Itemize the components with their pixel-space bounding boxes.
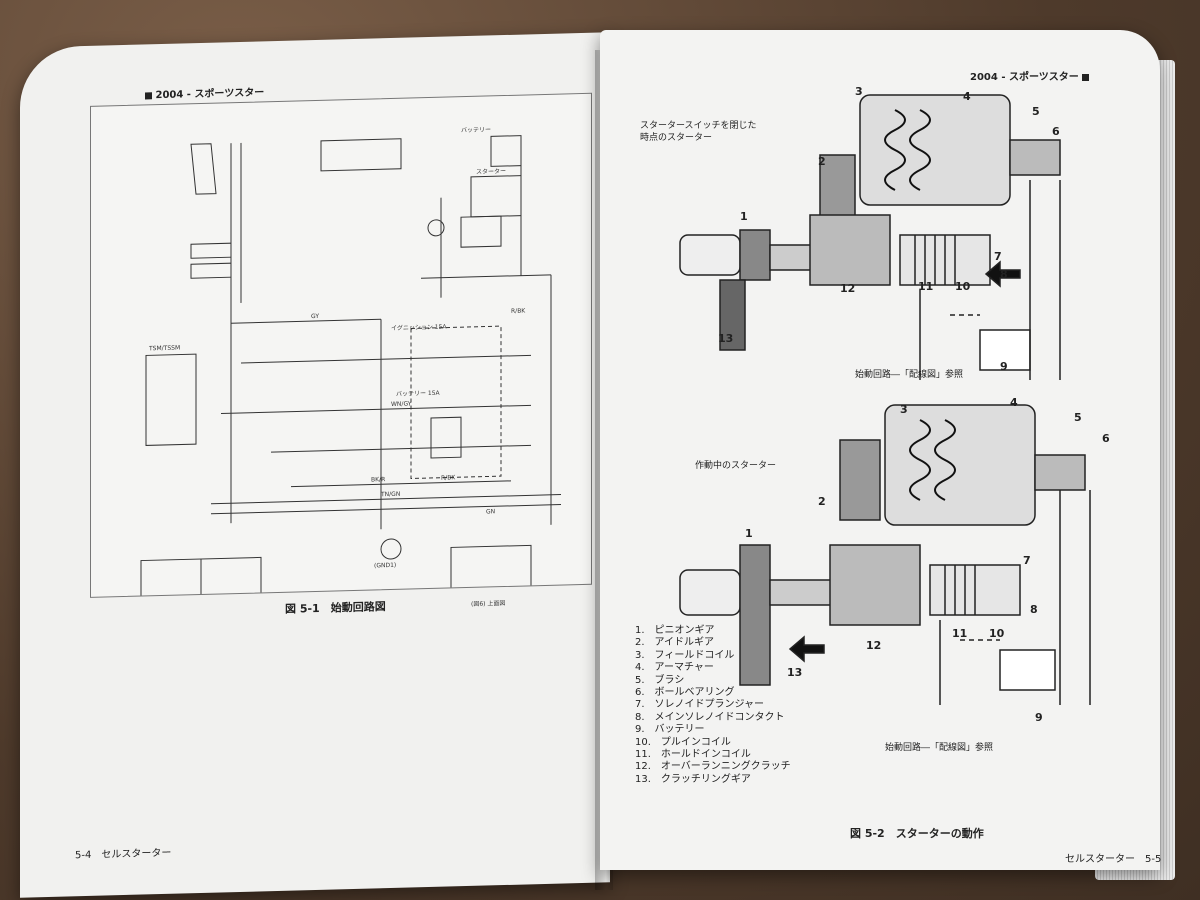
legend-item: 7. ソレノイドプランジャー — [635, 699, 765, 711]
callout-top-10: 10 — [955, 280, 971, 293]
right-page-header: 2004 - スポーツスター — [970, 68, 1090, 83]
battery-label: バッテリー — [461, 126, 492, 135]
callout-bottom-10: 10 — [989, 627, 1005, 640]
relay-view-label: (図6) 上面図 — [471, 600, 506, 608]
callout-top-8: 8 — [1000, 268, 1008, 281]
legend-item: 13. クラッチリングギア — [635, 773, 751, 785]
wire-gy-label: GY — [311, 312, 320, 321]
legend-item: 3. フィールドコイル — [635, 649, 735, 661]
legend-item: 8. メインソレノイドコンタクト — [635, 711, 785, 723]
callout-bottom-7: 7 — [1023, 554, 1031, 567]
right-figure-caption: 図 5-2 スターターの動作 — [850, 827, 984, 840]
starter-diagram-bottom — [679, 404, 1091, 705]
callout-top-1: 1 — [740, 210, 748, 223]
callout-bottom-13: 13 — [787, 666, 803, 679]
legend-item: 5. ブラシ — [635, 674, 685, 686]
legend-item: 10. プルインコイル — [635, 736, 731, 748]
legend-item: 6. ボールベアリング — [635, 687, 735, 699]
wire-gn-label: GN — [486, 508, 496, 516]
legend-item: 4. アーマチャー — [635, 662, 714, 674]
callout-bottom-6: 6 — [1102, 432, 1110, 445]
callout-top-13: 13 — [718, 332, 734, 345]
left-page-header: 2004 - スポーツスター — [145, 83, 264, 101]
callout-bottom-8: 8 — [1030, 603, 1038, 616]
callout-top-2: 2 — [818, 155, 826, 168]
left-page-footer: 5-4 セルスターター — [75, 847, 172, 862]
ref-note-2: 始動回路―「配線図」参照 — [885, 743, 994, 753]
right-page-footer: セルスターター 5-5 — [1065, 854, 1162, 865]
header-square-icon — [1082, 73, 1090, 81]
left-page: 2004 - スポーツスター — [20, 32, 610, 898]
legend-item: 11. ホールドインコイル — [635, 749, 751, 761]
callout-top-7: 7 — [994, 250, 1002, 263]
callout-top-12: 12 — [840, 282, 856, 295]
callout-top-5: 5 — [1032, 105, 1040, 118]
right-header-text: 2004 - スポーツスター — [970, 72, 1079, 83]
callout-top-3: 3 — [855, 85, 863, 98]
callout-bottom-1: 1 — [745, 527, 753, 540]
header-square-icon — [145, 91, 152, 99]
starter-diagram-top — [679, 94, 1061, 380]
callout-bottom-5: 5 — [1074, 411, 1082, 424]
parts-legend: 1. ピニオンギア 2. アイドルギア 3. フィールドコイル 4. アーマチャ… — [635, 625, 791, 786]
left-header-text: 2004 - スポーツスター — [155, 87, 265, 102]
callout-bottom-9: 9 — [1035, 711, 1043, 724]
wiring-diagram-frame: イグニッション 15A バッテリー 15A GY R/BK WN/GY BK/R… — [90, 92, 592, 608]
wiring-diagram — [140, 135, 561, 597]
right-page: 2004 - スポーツスター スタータースイッチを閉じた時点のスターター 作動中… — [600, 30, 1162, 870]
callout-bottom-12: 12 — [866, 639, 882, 652]
wire-rbk-label: R/BK — [511, 307, 526, 315]
wire-tngn-label: TN/GN — [381, 490, 401, 499]
fuse-ign-label: イグニッション 15A — [391, 323, 447, 333]
callout-bottom-4: 4 — [1010, 396, 1018, 409]
callout-top-11: 11 — [918, 280, 934, 293]
callout-bottom-2: 2 — [818, 495, 826, 508]
legend-item: 12. オーバーランニングクラッチ — [635, 761, 791, 773]
fuse-batt-label: バッテリー 15A — [396, 389, 440, 398]
callout-top-9: 9 — [1000, 360, 1008, 373]
legend-item: 2. アイドルギア — [635, 637, 715, 649]
callout-top-6: 6 — [1052, 125, 1060, 138]
wire-rbk2-label: R/BK — [441, 474, 456, 482]
callout-bottom-3: 3 — [900, 403, 908, 416]
callout-top-4: 4 — [963, 90, 971, 103]
callout-bottom-11: 11 — [952, 627, 968, 640]
ref-note-1: 始動回路―「配線図」参照 — [855, 370, 964, 380]
legend-item: 9. バッテリー — [635, 724, 705, 736]
mid-caption: 作動中のスターター — [695, 461, 777, 471]
ground-label: (GND1) — [374, 561, 397, 570]
top-caption: スタータースイッチを閉じた時点のスターター — [640, 121, 757, 143]
left-figure-caption: 図 5-1 始動回路図 — [285, 600, 386, 616]
legend-item: 1. ピニオンギア — [635, 625, 715, 636]
module-label: TSM/TSSM — [149, 344, 181, 353]
wire-bkr-label: BK/R — [371, 476, 386, 484]
starter-label: スターター — [476, 167, 507, 176]
wire-wngy-label: WN/GY — [391, 400, 412, 409]
